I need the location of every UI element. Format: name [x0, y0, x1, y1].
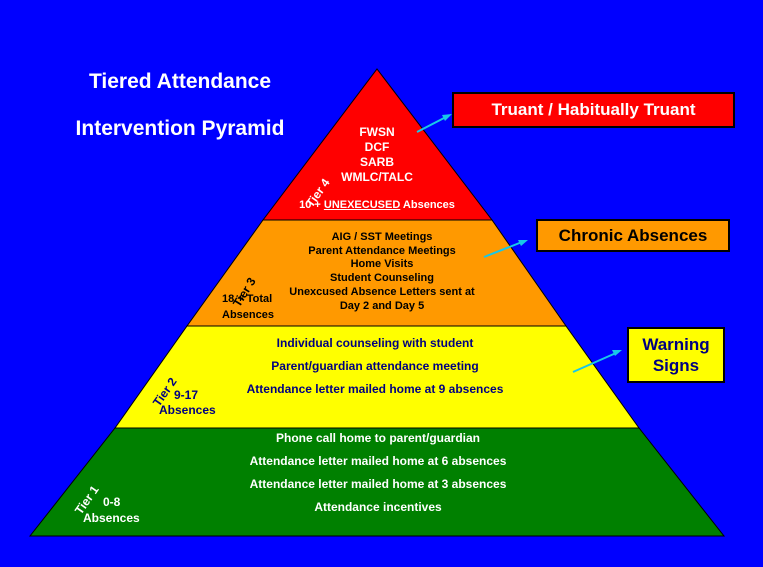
tier-3-item: Unexcused Absence Letters sent at [289, 286, 475, 298]
tier-4-band [261, 68, 494, 221]
tier-3-item: AIG / SST Meetings [331, 231, 433, 243]
tier-3-item: Parent Attendance Meetings [308, 245, 456, 257]
tier-1-range: Absences [83, 511, 140, 525]
pyramid-title-line1: Tiered Attendance [88, 70, 272, 93]
callout-truant-text: Truant / Habitually Truant [491, 100, 696, 119]
tier-3-item: Home Visits [350, 258, 414, 270]
tier-1-item: Attendance letter mailed home at 3 absen… [249, 477, 507, 491]
arrow-tier2-head [612, 350, 622, 356]
arrow-tier2 [572, 352, 617, 373]
tier-1-item: Phone call home to parent/guardian [275, 431, 481, 445]
tier-2-item: Parent/guardian attendance meeting [271, 359, 479, 373]
tier-2-item: Individual counseling with student [276, 336, 474, 350]
callout-chronic-text: Chronic Absences [558, 225, 708, 245]
callout-warning-line2: Signs [652, 356, 700, 375]
tier-3-range: Absences [222, 309, 274, 321]
tier-1-item: Attendance incentives [314, 500, 442, 514]
tier-1-range: 0-8 [103, 495, 121, 509]
tier-2-item: Attendance letter mailed home at 9 absen… [246, 382, 504, 396]
callout-warning-signs: Warning Signs [627, 327, 725, 383]
callout-truant: Truant / Habitually Truant [452, 92, 735, 128]
tier-3-item: Student Counseling [330, 272, 434, 284]
arrow-tier4-head [442, 114, 452, 121]
tier-4-item: DCF [364, 140, 390, 154]
arrow-tier3-head [518, 240, 528, 246]
arrow-tier4 [416, 116, 447, 133]
tier-4-item: WMLC/TALC [341, 170, 413, 184]
tier-2-range: 9-17 [174, 388, 199, 402]
arrow-tier3 [483, 241, 523, 258]
pyramid-title-line2: Intervention Pyramid [75, 117, 285, 140]
callout-chronic-absences: Chronic Absences [536, 219, 730, 252]
tier-4-threshold: 10 + UNEXECUSED Absences [299, 199, 455, 211]
tier-3-item: Day 2 and Day 5 [339, 300, 425, 312]
tier-2-range: Absences [159, 403, 216, 417]
tier-4-item: FWSN [359, 125, 395, 139]
tier-3-range: 18 + Total [222, 293, 273, 305]
tier-4-item: SARB [359, 155, 395, 169]
tier-1-item: Attendance letter mailed home at 6 absen… [249, 454, 507, 468]
callout-warning-line1: Warning [642, 334, 710, 354]
